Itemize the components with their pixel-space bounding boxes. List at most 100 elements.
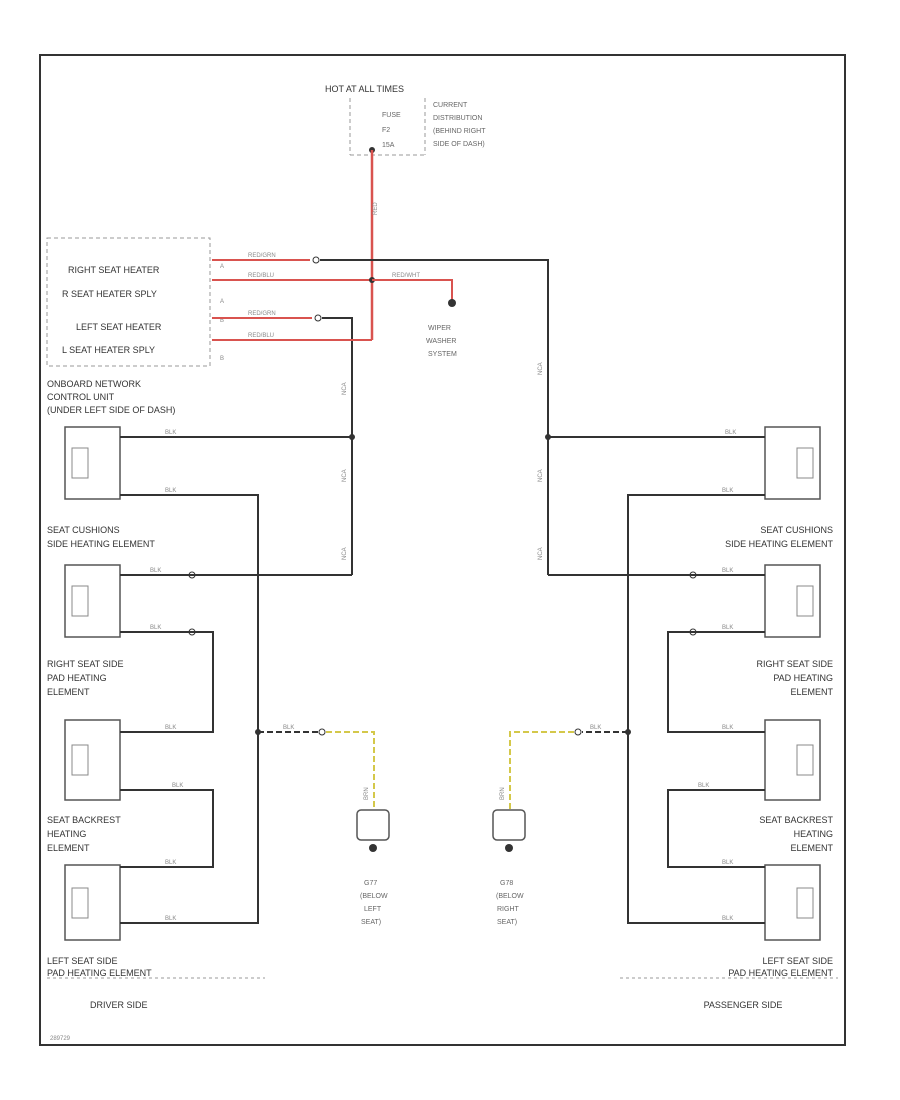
driver-comp-3-line-2: HEATING — [47, 829, 86, 839]
cu-name-1: ONBOARD NETWORK — [47, 379, 141, 389]
passenger-comp-2-line-3: ELEMENT — [790, 687, 833, 697]
passenger-comp-2-line-1: RIGHT SEAT SIDE — [756, 659, 833, 669]
fuse-title: HOT AT ALL TIMES — [325, 84, 404, 94]
cu-pin-1: A — [220, 299, 224, 305]
wire-color-label: BLK — [283, 725, 294, 731]
fuse-block: HOT AT ALL TIMES FUSE F2 15A CURRENT DIS… — [325, 84, 486, 156]
passenger-side-label: PASSENGER SIDE — [704, 1000, 783, 1010]
fuse-location-4: SIDE OF DASH) — [433, 141, 485, 148]
passenger-nca-2: NCA — [538, 547, 544, 560]
wiper-label-3: SYSTEM — [428, 351, 457, 358]
passenger-element-3 — [764, 719, 821, 801]
driver-ground-wire — [326, 731, 375, 810]
passenger-element-2 — [764, 564, 821, 638]
cu-pin-4: B — [220, 318, 224, 324]
passenger-comp-3-line-3: ELEMENT — [790, 843, 833, 853]
wire-color-label: BLK — [165, 430, 176, 436]
driver-comp-1-line-1: SEAT CUSHIONS — [47, 525, 120, 535]
driver-side: BLK NCA NCA BLK BLK BLK BLK BLK BLK BLK … — [47, 426, 390, 1010]
wire-color-label: BLK — [165, 488, 176, 494]
wire-color-label: BLK — [165, 860, 176, 866]
passenger-element-1 — [764, 426, 821, 500]
driver-ground-label-4: SEAT) — [361, 919, 381, 926]
driver-comp-1-line-2: SIDE HEATING ELEMENT — [47, 539, 155, 549]
driver-element-1 — [64, 426, 121, 500]
driver-element-3 — [64, 719, 121, 801]
fuse-pin-1: FUSE — [382, 112, 401, 119]
driver-ground-connector — [356, 809, 390, 852]
wire-color-label: BLK — [590, 725, 601, 731]
wiper-feed-wire — [372, 279, 453, 300]
driver-feed-wire — [322, 317, 353, 437]
cu-label-right-heater: RIGHT SEAT HEATER — [68, 265, 160, 275]
driver-element-2 — [64, 564, 121, 638]
wiper-label-2: WASHER — [426, 338, 456, 345]
fuse-location-2: DISTRIBUTION — [433, 115, 482, 122]
passenger-comp-4-line-1: LEFT SEAT SIDE — [762, 956, 833, 966]
passenger-side: BLK NCA NCA BLK BLK BLK BLK BLK BLK BLK … — [492, 426, 838, 1010]
driver-comp-4-line-1: LEFT SEAT SIDE — [47, 956, 118, 966]
wire-color-label: BLK — [722, 916, 733, 922]
wiper-label-1: WIPER — [428, 325, 451, 332]
right-supply-wire-label: RED/BLU — [248, 273, 274, 279]
passenger-ground-label-2: (BELOW — [496, 893, 524, 900]
driver-ground-label-1: G77 — [364, 880, 377, 887]
passenger-comp-3-line-1: SEAT BACKREST — [759, 815, 833, 825]
wiper-feed-label: RED/WHT — [392, 273, 420, 279]
wire-color-label: BLK — [722, 625, 733, 631]
passenger-ground-wire — [509, 731, 574, 810]
cu-label-right-supply: R SEAT HEATER SPLY — [62, 289, 157, 299]
driver-side-label: DRIVER SIDE — [90, 1000, 148, 1010]
driver-element-4 — [64, 864, 121, 941]
wire-color-label: BLK — [150, 568, 161, 574]
cu-label-left-supply: L SEAT HEATER SPLY — [62, 345, 155, 355]
cu-name-2: CONTROL UNIT — [47, 392, 115, 402]
driver-comp-3-line-3: ELEMENT — [47, 843, 90, 853]
passenger-ground-label-3: RIGHT — [497, 906, 520, 913]
passenger-ground-connector — [492, 809, 526, 852]
passenger-feed-wire — [320, 259, 549, 437]
passenger-comp-2-line-2: PAD HEATING — [773, 673, 833, 683]
cu-pin-3: B — [220, 356, 224, 362]
fuse-pin-2: F2 — [382, 127, 390, 134]
wire-color-label: BLK — [150, 625, 161, 631]
passenger-ground-label-4: SEAT) — [497, 919, 517, 926]
passenger-comp-3-line-2: HEATING — [794, 829, 833, 839]
control-unit: RIGHT SEAT HEATER R SEAT HEATER SPLY LEF… — [46, 237, 224, 415]
left-heater-wire-label: RED/GRN — [248, 311, 276, 317]
driver-nca-2: NCA — [342, 547, 348, 560]
wire-color-label: BLK — [698, 783, 709, 789]
driver-comp-2-line-1: RIGHT SEAT SIDE — [47, 659, 124, 669]
driver-nca-1: NCA — [342, 469, 348, 482]
wire-color-label: BLK — [722, 568, 733, 574]
passenger-ground-label-1: G78 — [500, 880, 513, 887]
cu-name-3: (UNDER LEFT SIDE OF DASH) — [47, 405, 175, 415]
wire-color-label: BLK — [722, 860, 733, 866]
passenger-comp-4-line-2: PAD HEATING ELEMENT — [728, 968, 833, 978]
wire-color-label: BLK — [165, 725, 176, 731]
passenger-comp-1-line-2: SIDE HEATING ELEMENT — [725, 539, 833, 549]
wire-color-label: BLK — [722, 725, 733, 731]
passenger-feed-label: NCA — [538, 362, 544, 375]
driver-comp-2-line-2: PAD HEATING — [47, 673, 107, 683]
right-heater-wire-label: RED/GRN — [248, 253, 276, 259]
cu-label-left-heater: LEFT SEAT HEATER — [76, 322, 162, 332]
passenger-element-4 — [764, 864, 821, 941]
diagram-border — [39, 54, 846, 1046]
passenger-ground-wire-label: BRN — [500, 787, 506, 800]
wire-color-label: BLK — [725, 430, 736, 436]
wire-color-label: BLK — [172, 783, 183, 789]
wiper-terminal — [448, 299, 456, 307]
fuse-location-3: (BEHIND RIGHT — [433, 128, 486, 135]
driver-comp-3-line-1: SEAT BACKREST — [47, 815, 121, 825]
wire-color-label: BLK — [165, 916, 176, 922]
driver-feed-label: NCA — [342, 382, 348, 395]
driver-ground-wire-label: BRN — [364, 787, 370, 800]
cu-pin-2: A — [220, 264, 224, 270]
power-feed-label: RED — [373, 202, 379, 215]
fuse-pin-3: 15A — [382, 142, 395, 149]
driver-ground-label-2: (BELOW — [360, 893, 388, 900]
left-supply-wire-label: RED/BLU — [248, 333, 274, 339]
driver-comp-2-line-3: ELEMENT — [47, 687, 90, 697]
